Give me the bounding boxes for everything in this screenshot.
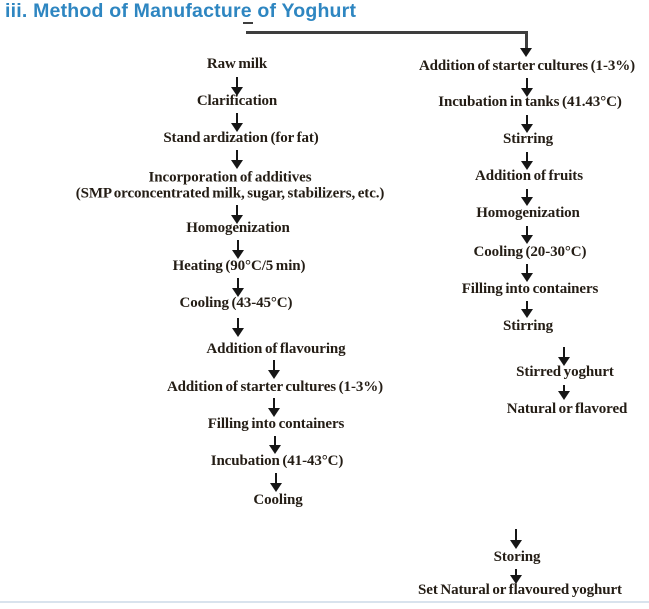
flow-step-addition-of-starter-cultures-1-3: Addition of starter cultures (1-3%) bbox=[166, 379, 384, 396]
down-arrow-icon bbox=[269, 436, 281, 454]
flow-step-incorporation-of-additives: Incorporation of additives(SMP orconcent… bbox=[75, 169, 385, 202]
flow-step-label: Cooling (43-45°C) bbox=[179, 295, 293, 312]
flow-step-natural-or-flavored: Natural or flavored bbox=[506, 401, 628, 418]
down-arrow-icon bbox=[510, 569, 522, 584]
down-arrow-icon bbox=[231, 113, 243, 132]
down-arrow-icon bbox=[521, 189, 533, 206]
flow-step-label: Stirring bbox=[502, 318, 554, 335]
flow-step-label: Incorporation of additives bbox=[148, 169, 312, 186]
flow-step-heating-90-c-5-min: Heating (90°C/5 min) bbox=[172, 258, 306, 275]
down-arrow-icon bbox=[521, 301, 533, 318]
down-arrow-icon bbox=[268, 360, 280, 379]
flow-step-addition-of-fruits: Addition of fruits bbox=[475, 168, 583, 185]
down-arrow-icon bbox=[521, 226, 533, 244]
flow-step-label: Stand ardization (for fat) bbox=[163, 130, 319, 147]
flow-step-homogenization: Homogenization bbox=[476, 205, 580, 222]
down-arrow-icon bbox=[268, 398, 280, 417]
flow-step-stand-ardization-for-fat: Stand ardization (for fat) bbox=[163, 130, 319, 147]
flow-step-filling-into-containers: Filling into containers bbox=[207, 416, 345, 433]
flow-step-label: Addition of starter cultures (1-3%) bbox=[166, 379, 384, 396]
flow-step-label: Storing bbox=[493, 549, 541, 566]
flow-step-stirring: Stirring bbox=[502, 318, 554, 335]
flow-step-label: Raw milk bbox=[206, 56, 268, 73]
flow-step-label: Natural or flavored bbox=[506, 401, 628, 418]
flow-step-label: Cooling (20-30°C) bbox=[473, 244, 587, 261]
connector-vertical-line bbox=[525, 31, 528, 49]
flow-step-cooling-43-45-c: Cooling (43-45°C) bbox=[179, 295, 293, 312]
flow-step-cooling: Cooling bbox=[253, 492, 303, 509]
flow-step-label: Addition of fruits bbox=[475, 168, 583, 185]
connector-horizontal-line bbox=[246, 31, 528, 34]
flow-step-set-natural-or-flavoured-yoghurt: Set Natural or flavoured yoghurt bbox=[418, 582, 622, 599]
down-arrow-icon bbox=[232, 318, 244, 337]
flow-step-label: Stirred yoghurt bbox=[516, 364, 614, 381]
down-arrow-icon bbox=[558, 347, 570, 366]
down-arrow-icon bbox=[521, 152, 533, 170]
down-arrow-icon bbox=[232, 240, 244, 259]
flow-step-addition-of-starter-cultures-1-3: Addition of starter cultures (1-3%) bbox=[418, 58, 636, 75]
flow-step-label: Addition of starter cultures (1-3%) bbox=[418, 58, 636, 75]
flow-step-label: Filling into containers bbox=[461, 281, 599, 298]
flow-step-label: Addition of flavouring bbox=[206, 341, 346, 358]
down-arrow-icon bbox=[521, 78, 533, 97]
down-arrow-icon bbox=[521, 115, 533, 133]
down-arrow-icon bbox=[231, 77, 243, 96]
flow-step-label: Stirring bbox=[502, 131, 554, 148]
flow-step-filling-into-containers: Filling into containers bbox=[461, 281, 599, 298]
down-arrow-icon bbox=[558, 385, 570, 400]
flow-step-cooling-20-30-c: Cooling (20-30°C) bbox=[473, 244, 587, 261]
down-arrow-icon bbox=[231, 150, 243, 169]
flow-step-label: Cooling bbox=[253, 492, 303, 509]
flow-step-label: Filling into containers bbox=[207, 416, 345, 433]
down-arrow-icon bbox=[270, 473, 282, 492]
flow-step-addition-of-flavouring: Addition of flavouring bbox=[206, 341, 346, 358]
down-arrow-icon bbox=[232, 278, 244, 297]
connector-top-dash bbox=[243, 22, 253, 24]
flow-step-incubation-41-43-c: Incubation (41-43°C) bbox=[210, 453, 344, 470]
flow-step-label: Homogenization bbox=[186, 220, 290, 237]
flow-step-stirring: Stirring bbox=[502, 131, 554, 148]
flow-step-label: Set Natural or flavoured yoghurt bbox=[418, 582, 622, 599]
down-arrow-icon bbox=[231, 205, 243, 224]
down-arrow-icon bbox=[521, 264, 533, 282]
flow-step-homogenization: Homogenization bbox=[186, 220, 290, 237]
flow-step-label: Incubation in tanks (41.43°C) bbox=[438, 94, 622, 111]
flow-step-raw-milk: Raw milk bbox=[206, 56, 268, 73]
flow-step-incubation-in-tanks-41-43-c: Incubation in tanks (41.43°C) bbox=[438, 94, 622, 111]
flow-step-storing: Storing bbox=[493, 549, 541, 566]
flow-step-stirred-yoghurt: Stirred yoghurt bbox=[516, 364, 614, 381]
flow-step-label: Homogenization bbox=[476, 205, 580, 222]
flow-step-clarification: Clarification bbox=[196, 93, 278, 110]
bottom-divider bbox=[0, 601, 649, 603]
down-arrow-icon bbox=[510, 529, 522, 549]
flow-step-sublabel: (SMP orconcentrated milk, sugar, stabili… bbox=[75, 185, 385, 201]
flow-step-label: Incubation (41-43°C) bbox=[210, 453, 344, 470]
flow-step-label: Clarification bbox=[196, 93, 278, 110]
connector-arrowhead-icon bbox=[520, 48, 532, 57]
page-title: iii. Method of Manufacture of Yoghurt bbox=[5, 0, 357, 22]
flow-step-label: Heating (90°C/5 min) bbox=[172, 258, 306, 275]
